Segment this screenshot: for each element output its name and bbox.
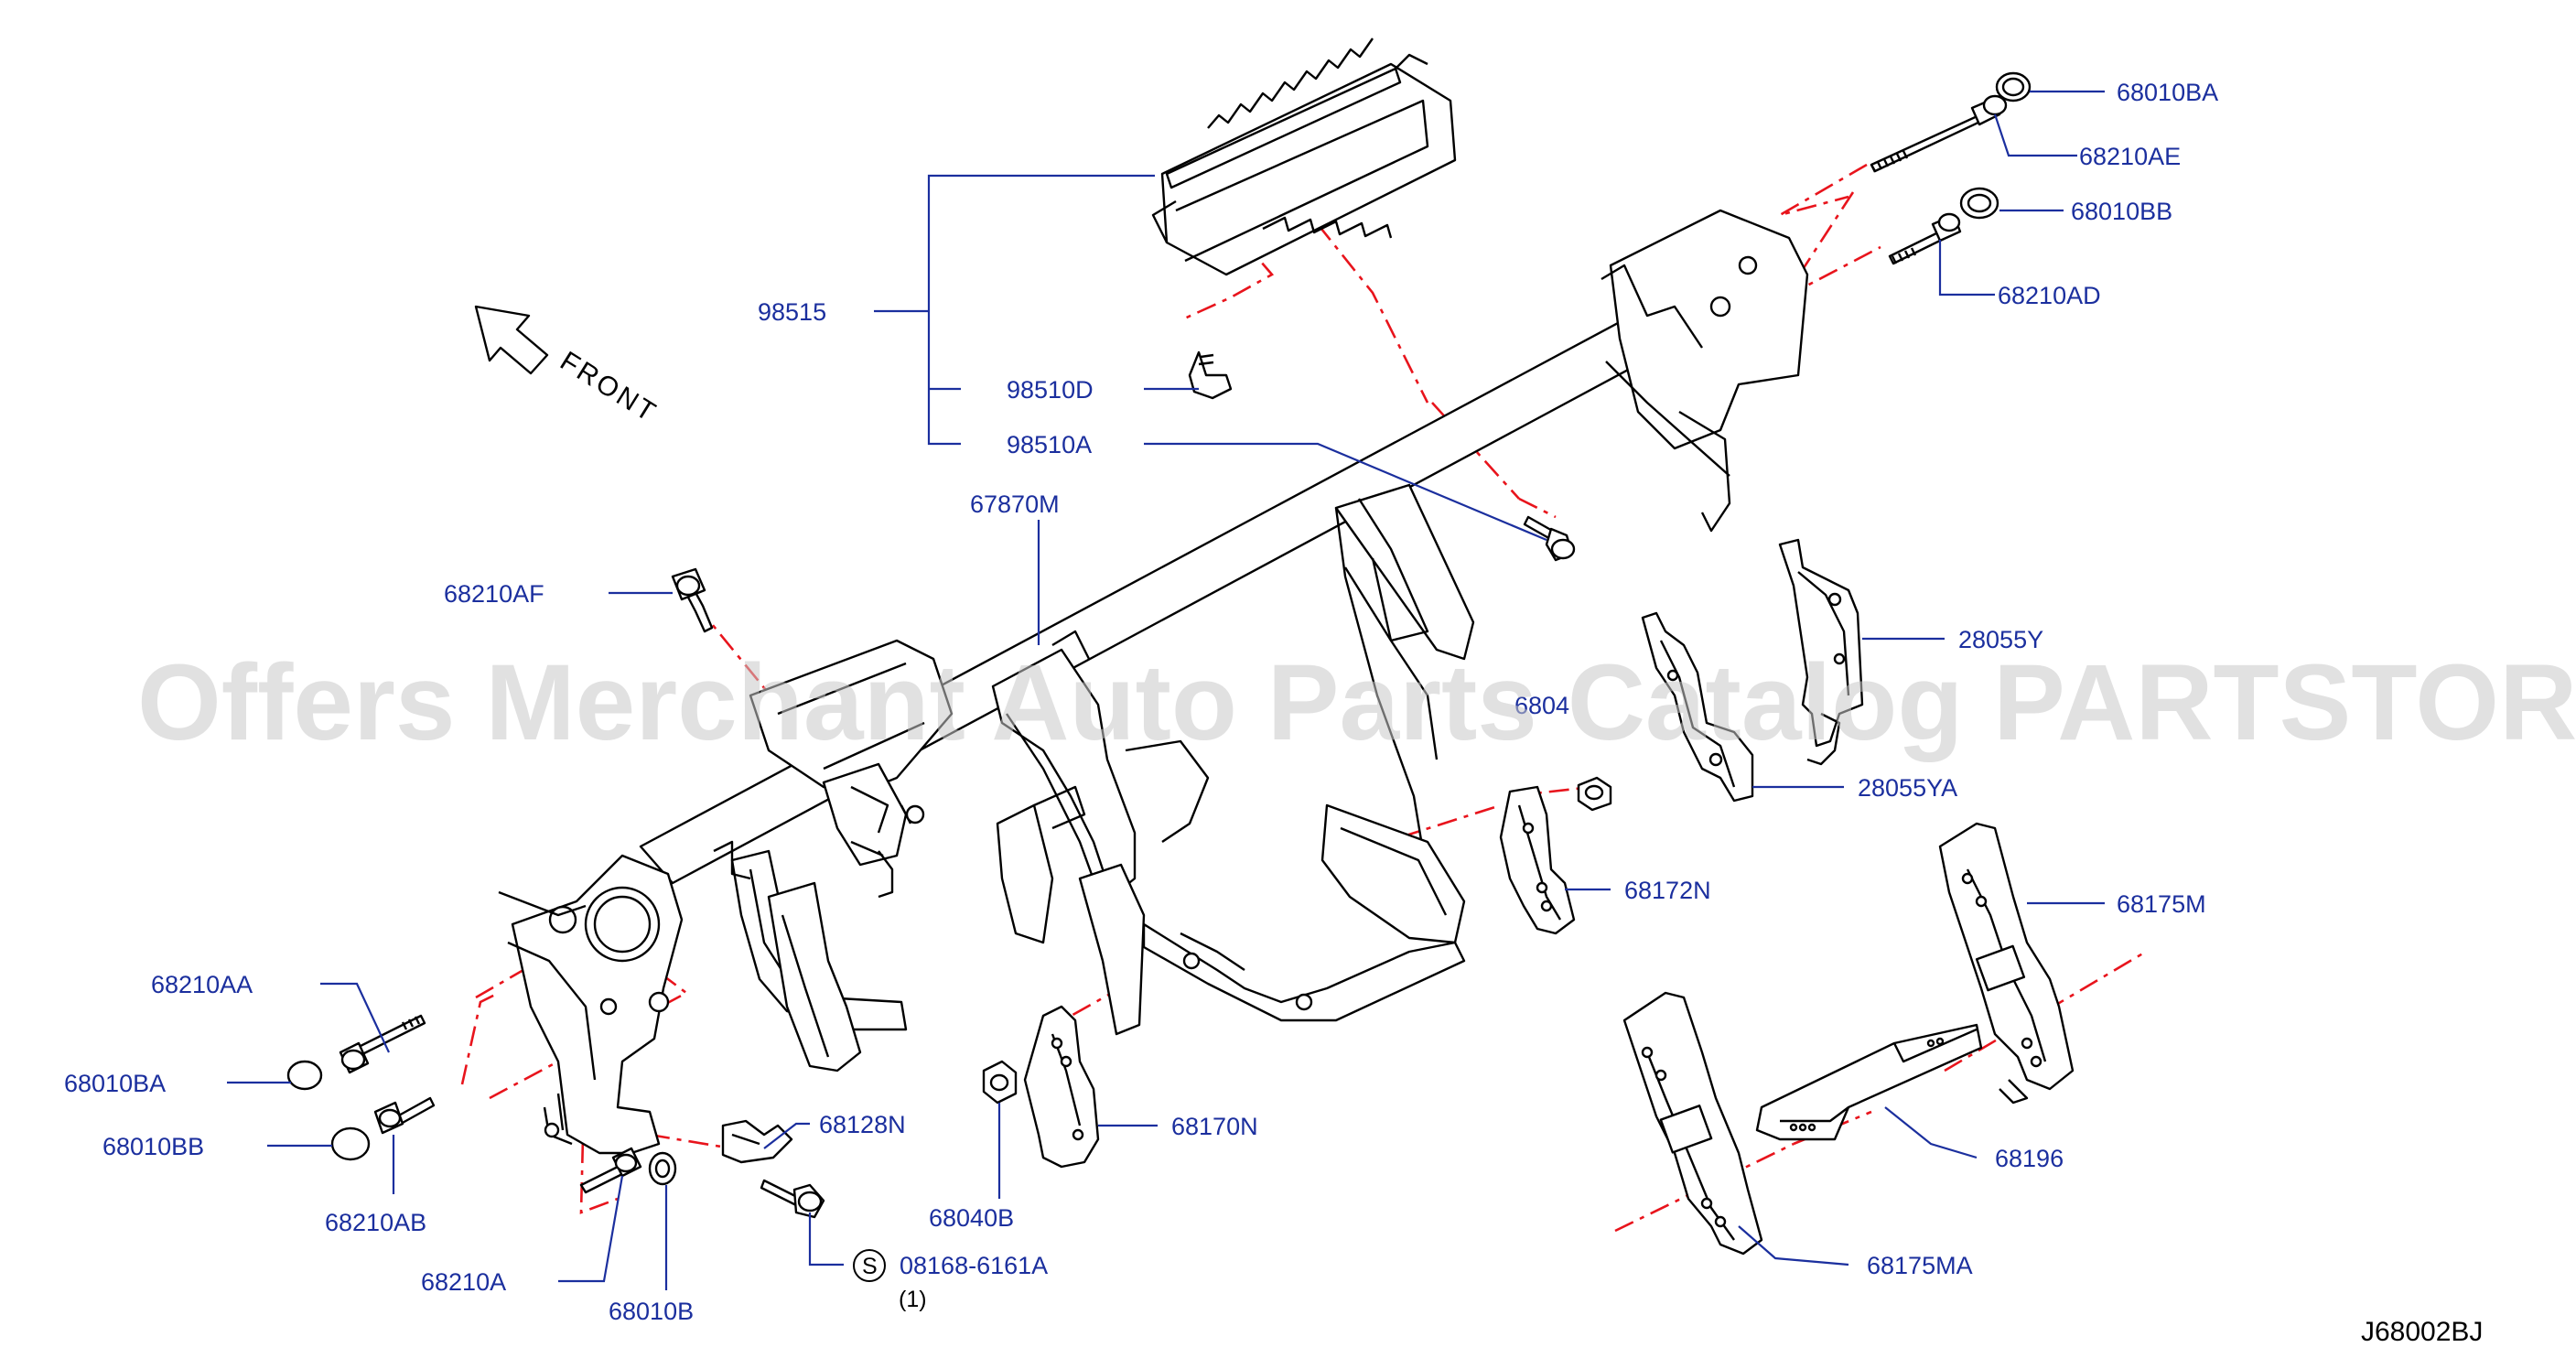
standard-part-symbol bbox=[853, 1249, 886, 1282]
label-08168-quantity: (1) bbox=[899, 1287, 927, 1312]
label-68210AF[interactable]: 68210AF bbox=[444, 580, 544, 608]
brackets-28055 bbox=[1641, 538, 1864, 803]
bracket-68175MA bbox=[1622, 991, 1763, 1256]
bracket-68175M bbox=[1938, 822, 2075, 1105]
label-98510D[interactable]: 98510D bbox=[1007, 376, 1094, 404]
label-68170N[interactable]: 68170N bbox=[1171, 1113, 1258, 1140]
label-68210AB[interactable]: 68210AB bbox=[325, 1209, 426, 1236]
front-arrow-icon bbox=[474, 305, 549, 375]
fasteners-left bbox=[286, 1014, 825, 1219]
part-labels: 98515 98510D 98510A 67870M 68210AF 68010… bbox=[64, 79, 2218, 1325]
label-68210A[interactable]: 68210A bbox=[421, 1268, 506, 1296]
label-68210AA[interactable]: 68210AA bbox=[151, 971, 253, 998]
label-6804x[interactable]: 6804 bbox=[1514, 692, 1569, 719]
label-28055Y[interactable]: 28055Y bbox=[1958, 626, 2043, 653]
watermark-text: Offers Merchant Auto Parts Catalog PARTS… bbox=[137, 642, 2576, 763]
label-67870M[interactable]: 67870M bbox=[970, 490, 1060, 518]
steering-member bbox=[498, 209, 1809, 1155]
label-68010BB-left[interactable]: 68010BB bbox=[102, 1133, 204, 1160]
label-68175MA[interactable]: 68175MA bbox=[1867, 1252, 1973, 1279]
label-68010BB-top[interactable]: 68010BB bbox=[2071, 198, 2172, 225]
passenger-airbag-module bbox=[1151, 38, 1457, 276]
label-08168-6161A[interactable]: 08168-6161A bbox=[900, 1252, 1048, 1279]
label-98515[interactable]: 98515 bbox=[758, 298, 826, 326]
drawing-code: J68002BJ bbox=[2361, 1317, 2483, 1347]
bracket-68172N bbox=[1499, 785, 1576, 935]
label-28055YA[interactable]: 28055YA bbox=[1858, 774, 1957, 802]
bracket-68196 bbox=[1755, 1023, 1983, 1141]
bracket-68170N bbox=[982, 1005, 1100, 1169]
label-68196[interactable]: 68196 bbox=[1995, 1145, 2064, 1172]
leader-lines bbox=[227, 90, 2105, 1290]
label-68172N[interactable]: 68172N bbox=[1624, 877, 1711, 904]
label-68010BA-top[interactable]: 68010BA bbox=[2117, 79, 2218, 106]
label-68210AD[interactable]: 68210AD bbox=[1998, 282, 2101, 309]
label-68128N[interactable]: 68128N bbox=[819, 1111, 906, 1138]
label-68040B[interactable]: 68040B bbox=[929, 1204, 1014, 1232]
fasteners-top-right bbox=[671, 71, 2032, 812]
label-68210AE[interactable]: 68210AE bbox=[2079, 143, 2181, 170]
front-label: FRONT bbox=[555, 346, 663, 429]
label-68175M[interactable]: 68175M bbox=[2117, 890, 2206, 918]
label-68010B[interactable]: 68010B bbox=[609, 1298, 694, 1325]
label-68010BA-left[interactable]: 68010BA bbox=[64, 1070, 166, 1097]
standard-part-letter: S bbox=[862, 1254, 878, 1279]
label-98510A[interactable]: 98510A bbox=[1007, 431, 1092, 458]
